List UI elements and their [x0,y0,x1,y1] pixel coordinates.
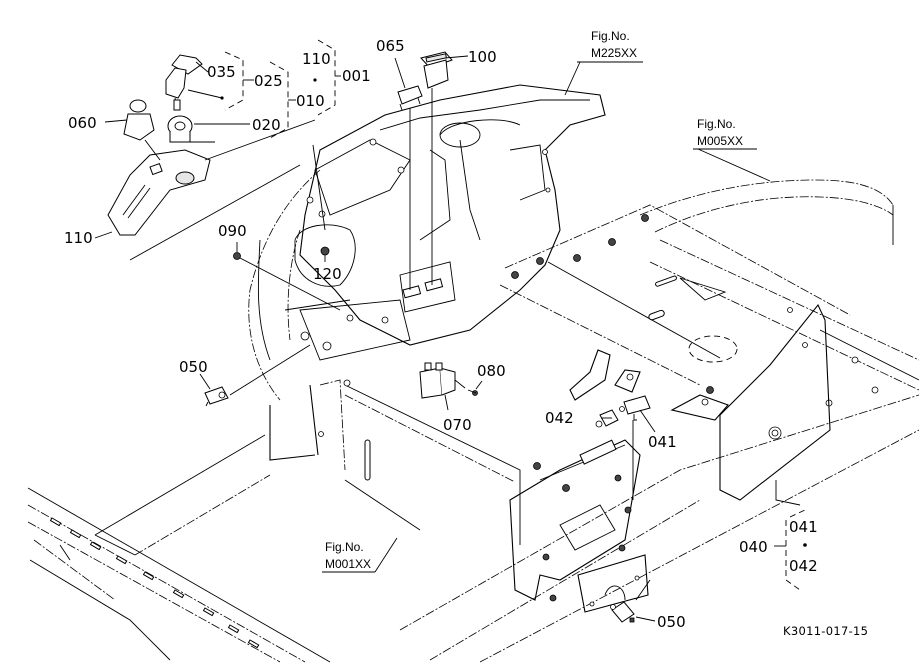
key-switch-part-icon [167,115,193,143]
callout-070[interactable]: 070 [443,416,472,434]
callout-110[interactable]: 110 [64,229,93,247]
fig-ref-m225-line1: Fig.No. [591,29,630,43]
callout-120[interactable]: 120 [313,265,342,283]
callout-041[interactable]: 041 [648,433,677,451]
push-switch-part-icon [123,99,155,141]
fig-ref-m001-line1: Fig.No. [325,540,364,554]
fig-ref-m005-line2: M005XX [697,134,743,148]
grommet-part-icon [320,246,330,256]
callout-080[interactable]: 080 [477,362,506,380]
assembly-brackets [220,39,807,591]
callout-060[interactable]: 060 [68,114,97,132]
rocker-switch-part-icon [420,51,453,89]
callout-050-bottom[interactable]: 050 [657,613,686,631]
screw-part-icon [467,389,478,396]
relay-part-icon [419,362,466,399]
callout-050-left[interactable]: 050 [179,358,208,376]
callout-labels: 035 025 110 001 010 060 020 065 100 110 … [64,37,818,631]
fig-ref-m005[interactable]: Fig.No. M005XX [697,117,743,148]
small-switch-part-icon [397,85,423,111]
callout-040[interactable]: 040 [739,538,768,556]
callout-065[interactable]: 065 [376,37,405,55]
nut-part-icon [233,252,241,260]
switch-041-part-icon [619,395,651,421]
fig-ref-m225[interactable]: Fig.No. M225XX [591,29,637,60]
callout-020[interactable]: 020 [252,116,281,134]
switch-042-part-icon [595,409,619,428]
sensor-bottom-part-icon [610,601,635,623]
drawing-code: K3011-017-15 [783,624,868,638]
callout-100[interactable]: 100 [468,48,497,66]
callout-042[interactable]: 042 [545,409,574,427]
callout-090[interactable]: 090 [218,222,247,240]
key-part-icon [165,54,203,111]
sensor-left-part-icon [204,386,229,407]
center-box [269,299,649,613]
fig-ref-m005-line1: Fig.No. [697,117,736,131]
callout-010[interactable]: 010 [296,92,325,110]
figure-references: Fig.No. M225XX Fig.No. M005XX Fig.No. M0… [325,29,743,571]
dash-panel [248,84,606,401]
callout-041-group[interactable]: 041 [789,518,818,536]
callout-035[interactable]: 035 [207,63,236,81]
fig-ref-m001[interactable]: Fig.No. M001XX [325,540,371,571]
chassis-frame [27,179,919,663]
rail-slots [49,517,260,649]
fig-ref-m001-line2: M001XX [325,557,371,571]
leader-lines [94,55,771,622]
callout-025[interactable]: 025 [254,72,283,90]
fig-ref-m225-line2: M225XX [591,46,637,60]
callout-042-group[interactable]: 042 [789,557,818,575]
callout-110-top[interactable]: 110 [302,50,331,68]
cover-plate-part-icon [107,149,211,236]
callout-001[interactable]: 001 [342,67,371,85]
